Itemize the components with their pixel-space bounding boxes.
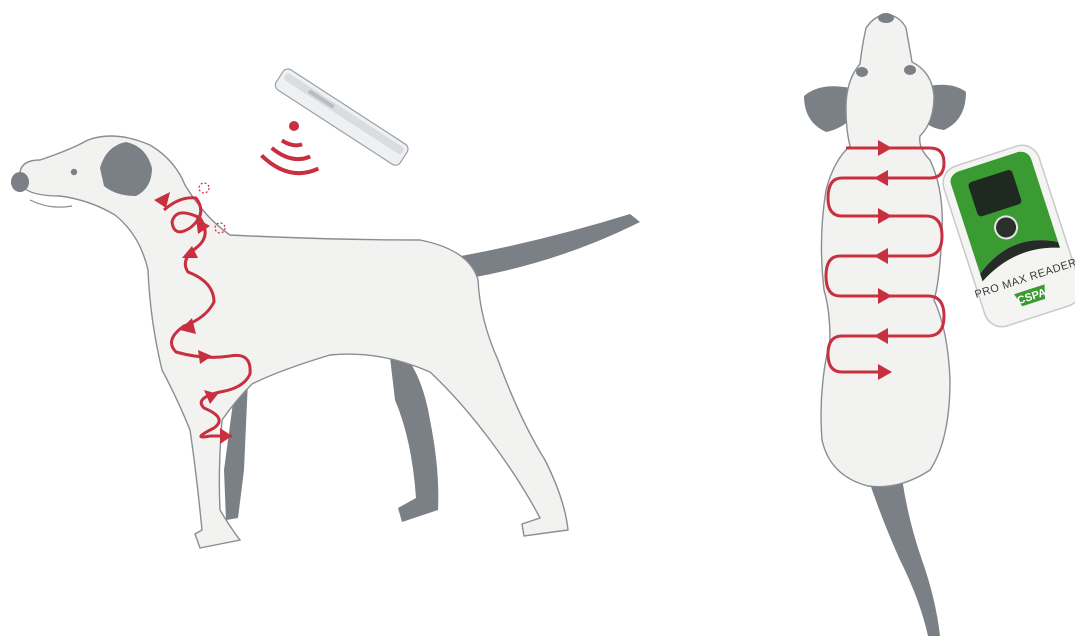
microchip-scanner-icon (273, 67, 410, 168)
top-dog-left-eye (856, 67, 868, 77)
wireless-signal-icon (262, 121, 319, 184)
side-view-dog (11, 136, 640, 548)
microchip-reader-icon: PRO MAX READER CSPA (935, 140, 1075, 333)
dog-tail (450, 214, 640, 278)
top-dog-right-eye (904, 65, 916, 75)
top-dog-tail (868, 478, 940, 636)
scan-start-dot-1 (199, 183, 209, 193)
top-dog-nose (878, 13, 894, 23)
dog-body (20, 136, 568, 548)
dog-eye (71, 169, 77, 175)
top-view-dog (804, 13, 966, 636)
dog-mouth (30, 200, 72, 207)
dog-nose (11, 172, 29, 192)
